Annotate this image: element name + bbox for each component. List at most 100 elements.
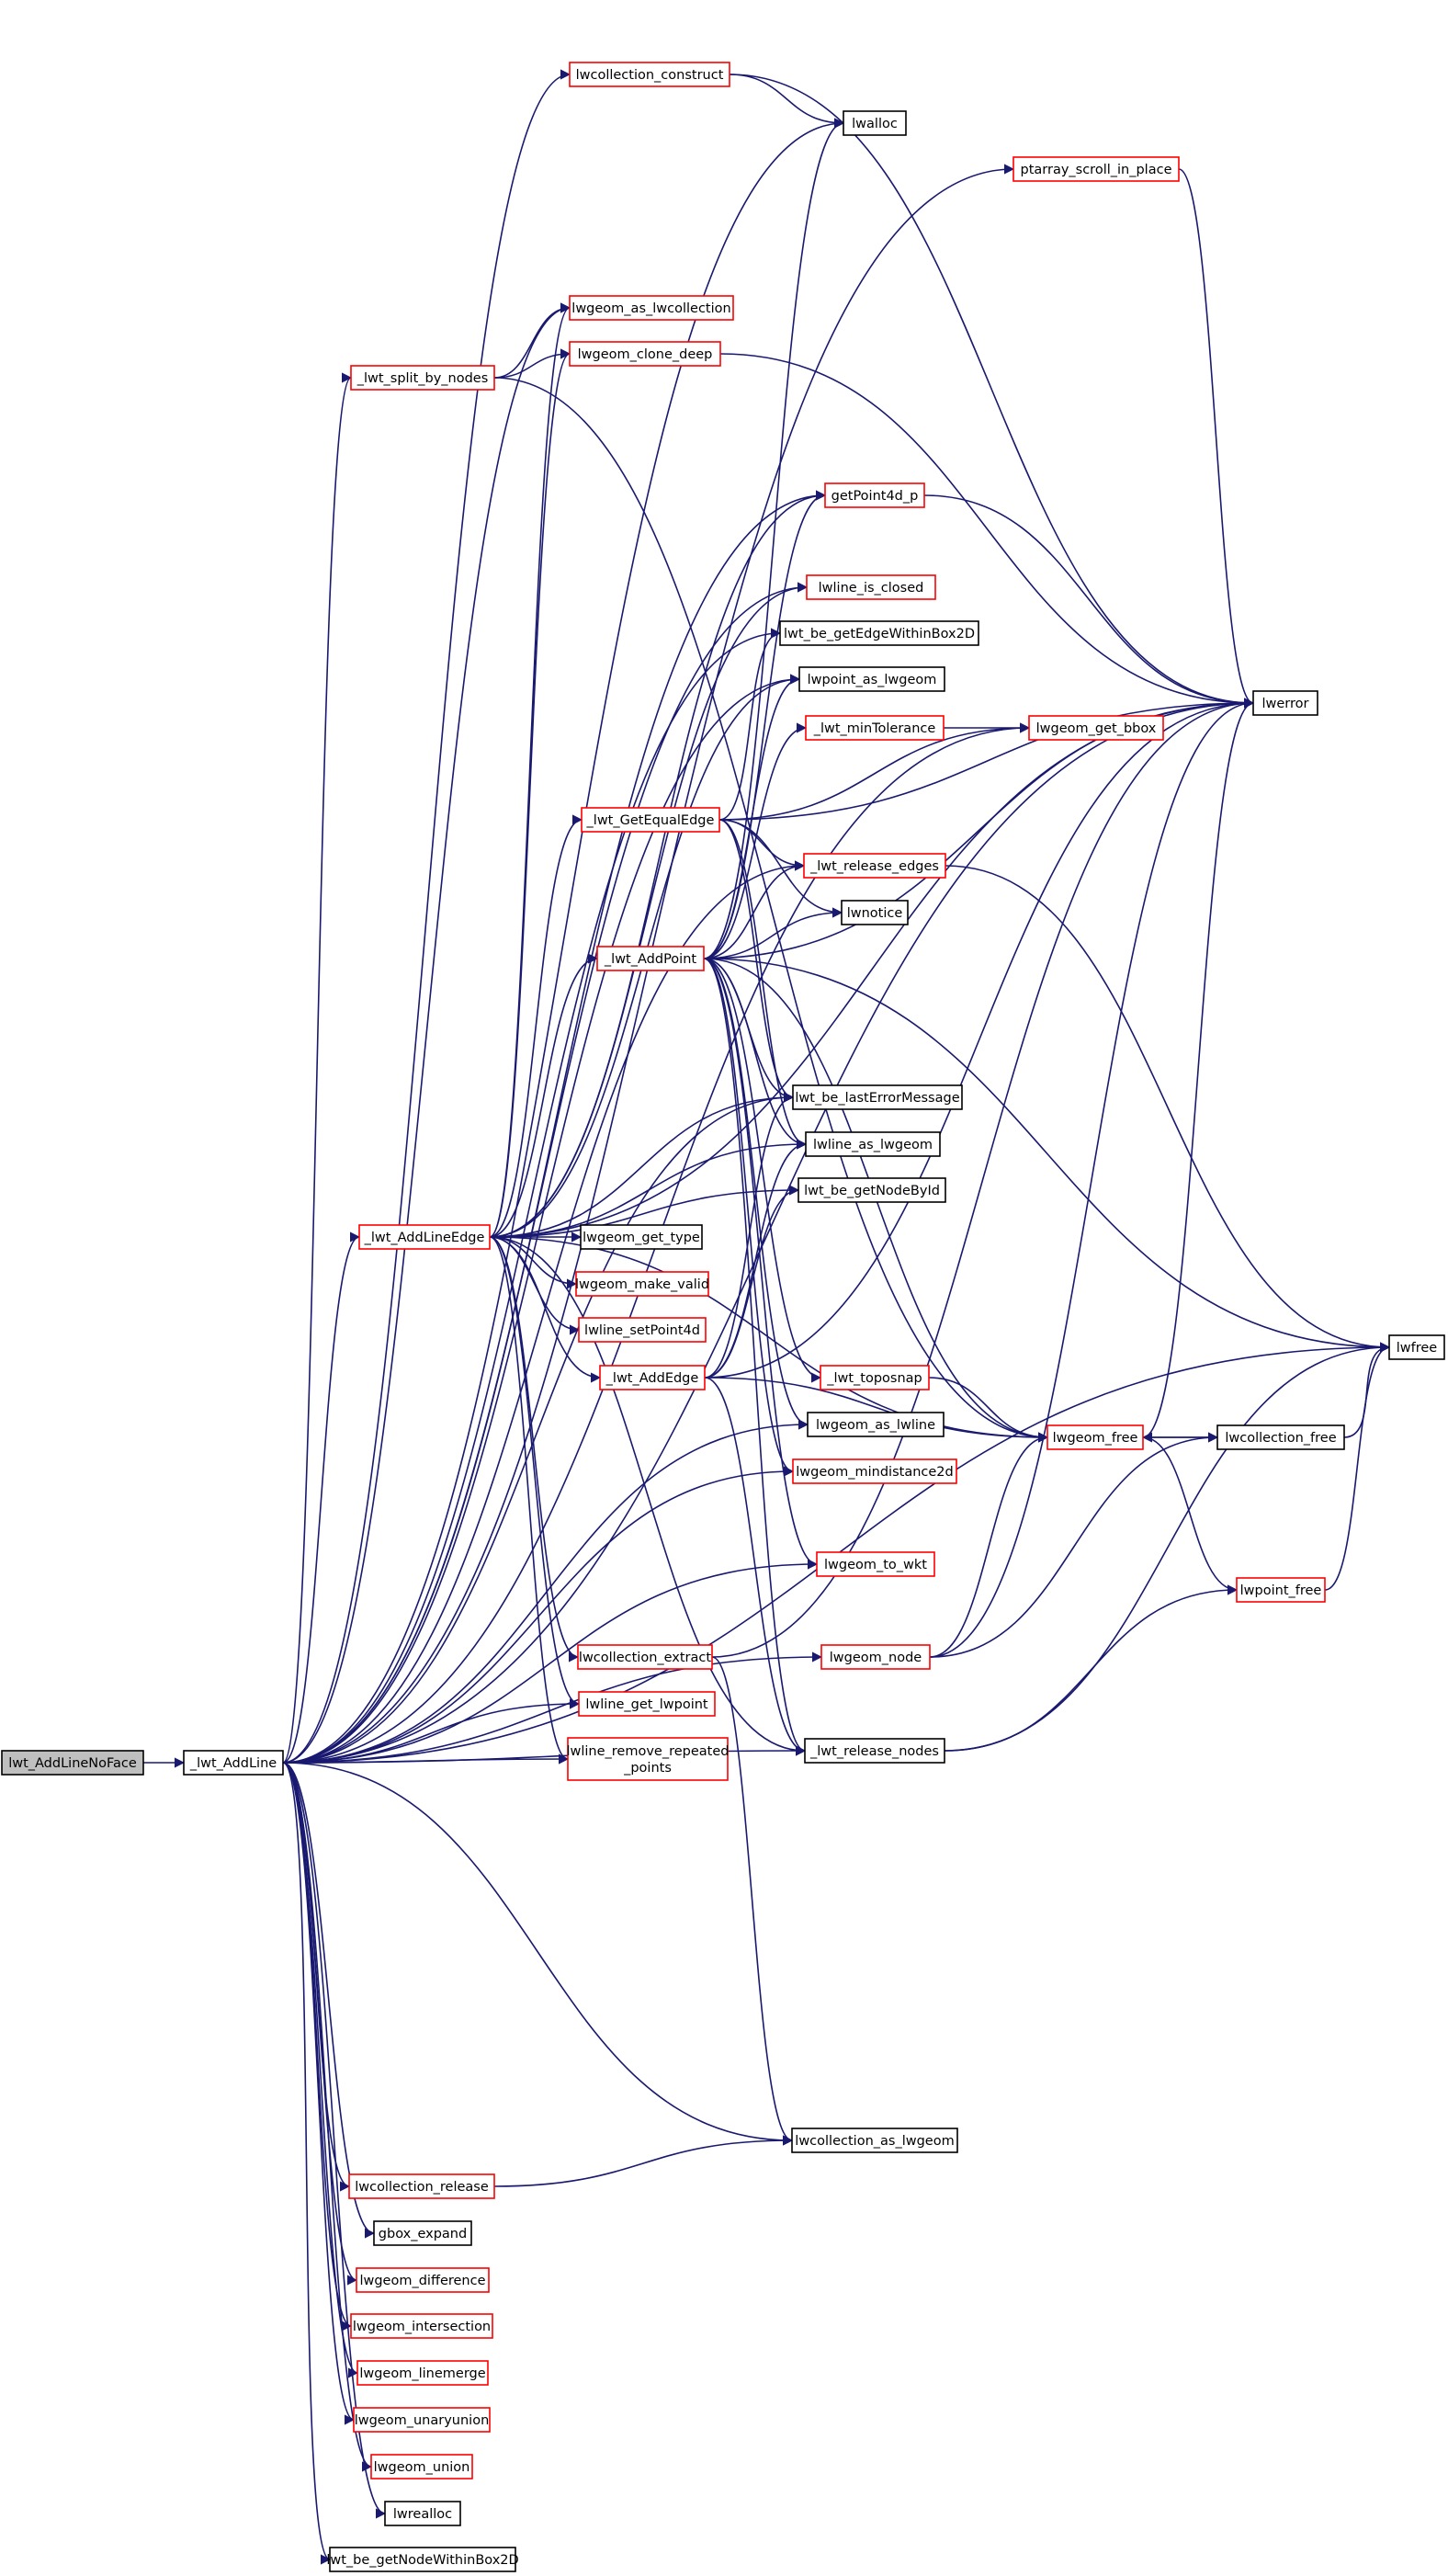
node-lwgeom-clone-deep[interactable]: lwgeom_clone_deep	[569, 341, 721, 367]
node-label: lwgeom_get_bbox	[1036, 721, 1157, 736]
node-lwline-remove-repeated-points[interactable]: lwline_remove_repeated_points	[566, 1737, 730, 1781]
node-lwgeom-as-lwcollection[interactable]: lwgeom_as_lwcollection	[569, 295, 734, 321]
node-box	[824, 482, 925, 508]
node-label: lwline_is_closed	[819, 581, 924, 596]
node-lwt-addedge[interactable]: _lwt_AddEdge	[599, 1365, 706, 1390]
node-lwgeom-difference[interactable]: lwgeom_difference	[356, 2267, 490, 2293]
node-lwgeom-union[interactable]: lwgeom_union	[370, 2454, 473, 2480]
node-label: lwt_be_getNodeById	[804, 1184, 940, 1198]
node-box	[599, 1365, 706, 1390]
call-edge-lwt-AddEdge--lwline-as-lwgeom	[704, 1139, 808, 1379]
call-edge-lwt-AddLineEdge--lwline-remove-repeated-points	[489, 1236, 570, 1765]
node-box	[806, 574, 936, 600]
node-box	[805, 715, 945, 741]
node-box	[350, 2313, 493, 2339]
node-label: gbox_expand	[379, 2227, 467, 2241]
node-lwline-setpoint4d[interactable]: lwline_setPoint4d	[578, 1317, 707, 1343]
node-label: _points	[623, 1761, 672, 1776]
node-lwt-be-getnodebyid[interactable]: lwt_be_getNodeById	[798, 1177, 946, 1203]
node-lwgeom-mindistance2d[interactable]: lwgeom_mindistance2d	[792, 1458, 957, 1484]
node-box	[807, 1412, 945, 1437]
node-label: lwcollection_free	[1225, 1431, 1336, 1446]
call-edge-lwt-AddPoint--lwnotice	[703, 907, 843, 959]
node-lwgeom-to-wkt[interactable]: lwgeom_to_wkt	[816, 1551, 935, 1577]
node-lwt-addline[interactable]: _lwt_AddLine	[183, 1750, 284, 1776]
node-label: lwcollection_extract	[579, 1651, 711, 1665]
node-label: lwfree	[1397, 1341, 1438, 1356]
node-label: _lwt_release_edges	[809, 859, 939, 874]
node-lwgeom-get-bbox[interactable]: lwgeom_get_bbox	[1028, 715, 1164, 741]
node-label: lwgeom_get_type	[583, 1231, 700, 1245]
node-lwgeom-intersection[interactable]: lwgeom_intersection	[350, 2313, 493, 2339]
call-edge-lwgeom-clone-deep--lwerror	[719, 353, 1255, 709]
node-box	[577, 1644, 713, 1670]
node-label: lwline_as_lwgeom	[813, 1138, 933, 1152]
node-lwt-release-nodes[interactable]: _lwt_release_nodes	[804, 1738, 945, 1764]
node-lwfree[interactable]: lwfree	[1388, 1334, 1445, 1360]
node-lwt-release-edges[interactable]: _lwt_release_edges	[803, 853, 946, 879]
call-edge-lwt-release-edges--lwfree	[945, 865, 1391, 1353]
edge-layer	[142, 69, 1391, 2565]
node-lwgeom-as-lwline[interactable]: lwgeom_as_lwline	[807, 1412, 945, 1437]
node-lwcollection-release[interactable]: lwcollection_release	[348, 2173, 495, 2199]
call-edge-lwt-AddLine--lwt-be-lastErrorMessage	[282, 1092, 795, 1764]
node-lwt-be-getedgewithinbox2d[interactable]: lwt_be_getEdgeWithinBox2D	[779, 620, 979, 646]
node-label: lwt_be_getNodeWithinBox2D	[326, 2553, 518, 2568]
node-label: lwgeom_unaryunion	[355, 2413, 490, 2428]
node-lwt-addpoint[interactable]: _lwt_AddPoint	[596, 946, 705, 971]
node-lwcollection-as-lwgeom[interactable]: lwcollection_as_lwgeom	[791, 2128, 958, 2153]
node-lwline-is-closed[interactable]: lwline_is_closed	[806, 574, 936, 600]
node-lwalloc[interactable]: lwalloc	[843, 110, 907, 136]
node-lwnotice[interactable]: lwnotice	[841, 900, 909, 925]
node-getpoint4d-p[interactable]: getPoint4d_p	[824, 482, 925, 508]
call-edge-lwt-GetEqualEdge--lwt-release-edges	[718, 819, 806, 871]
call-edge-lwt-split-by-nodes--lwgeom-clone-deep	[493, 348, 571, 379]
node-box	[358, 1224, 491, 1250]
node-lwline-as-lwgeom[interactable]: lwline_as_lwgeom	[805, 1131, 941, 1157]
node-lwgeom-unaryunion[interactable]: lwgeom_unaryunion	[353, 2407, 491, 2433]
node-box	[575, 1271, 709, 1297]
node-lwline-get-lwpoint[interactable]: lwline_get_lwpoint	[578, 1691, 716, 1717]
node-box	[578, 1691, 716, 1717]
node-lwrealloc[interactable]: lwrealloc	[384, 2501, 461, 2526]
node-ptarray-scroll-in-place[interactable]: ptarray_scroll_in_place	[1012, 156, 1180, 182]
call-edge-lwt-AddPoint--lwline-as-lwgeom	[703, 958, 808, 1150]
call-edge-lwt-AddLineEdge--lwt-AddEdge	[489, 1236, 602, 1383]
call-edge-lwt-AddLineEdge--lwt-release-nodes	[489, 1236, 807, 1756]
node-lwt-toposnap[interactable]: _lwt_toposnap	[820, 1365, 930, 1390]
node-lwt-getequaledge[interactable]: _lwt_GetEqualEdge	[581, 807, 720, 833]
node-lwt-be-lasterrormessage[interactable]: lwt_be_lastErrorMessage	[792, 1084, 963, 1110]
node-lwpoint-as-lwgeom[interactable]: lwpoint_as_lwgeom	[798, 666, 945, 692]
node-lwt-be-getnodewithinbox2d[interactable]: lwt_be_getNodeWithinBox2D	[326, 2547, 519, 2572]
call-edge-lwt-AddLine--lwcollection-construct	[282, 69, 571, 1764]
node-lwt-addlinenoface[interactable]: lwt_AddLineNoFace	[1, 1750, 144, 1776]
call-edge-lwcollection-extract--lwerror	[711, 698, 1255, 1658]
node-lwgeom-free[interactable]: lwgeom_free	[1046, 1424, 1144, 1450]
call-edge-lwt-AddLineEdge--lwline-get-lwpoint	[489, 1236, 581, 1709]
node-box	[183, 1750, 284, 1776]
node-lwgeom-get-type[interactable]: lwgeom_get_type	[580, 1224, 703, 1250]
node-gbox-expand[interactable]: gbox_expand	[373, 2220, 472, 2246]
node-lwt-mintolerance[interactable]: _lwt_minTolerance	[805, 715, 945, 741]
node-lwgeom-make-valid[interactable]: lwgeom_make_valid	[575, 1271, 709, 1297]
call-edge-lwt-AddLine--lwline-is-closed	[282, 582, 809, 1764]
call-edge-lwgeom-node--lwcollection-free	[929, 1432, 1219, 1658]
node-box	[1236, 1577, 1326, 1603]
node-lwpoint-free[interactable]: lwpoint_free	[1236, 1577, 1326, 1603]
node-lwcollection-free[interactable]: lwcollection_free	[1216, 1424, 1345, 1450]
call-edge-lwt-AddLine--lwgeom-difference	[282, 1762, 358, 2286]
node-lwcollection-construct[interactable]: lwcollection_construct	[569, 62, 730, 87]
node-lwgeom-node[interactable]: lwgeom_node	[820, 1644, 931, 1670]
node-box	[356, 2267, 490, 2293]
node-box	[350, 365, 495, 391]
node-lwerror[interactable]: lwerror	[1252, 690, 1318, 716]
node-label: lwpoint_as_lwgeom	[808, 673, 937, 687]
node-lwcollection-extract[interactable]: lwcollection_extract	[577, 1644, 713, 1670]
node-lwgeom-linemerge[interactable]: lwgeom_linemerge	[356, 2360, 489, 2386]
node-box	[1046, 1424, 1144, 1450]
call-edge-lwt-AddPoint--lwfree	[703, 958, 1391, 1353]
node-lwt-addlineedge[interactable]: _lwt_AddLineEdge	[358, 1224, 491, 1250]
call-edge-lwt-AddEdge--lwt-be-getNodeById	[704, 1185, 800, 1379]
node-label: lwgeom_as_lwcollection	[571, 301, 730, 316]
node-lwt-split-by-nodes[interactable]: _lwt_split_by_nodes	[350, 365, 495, 391]
